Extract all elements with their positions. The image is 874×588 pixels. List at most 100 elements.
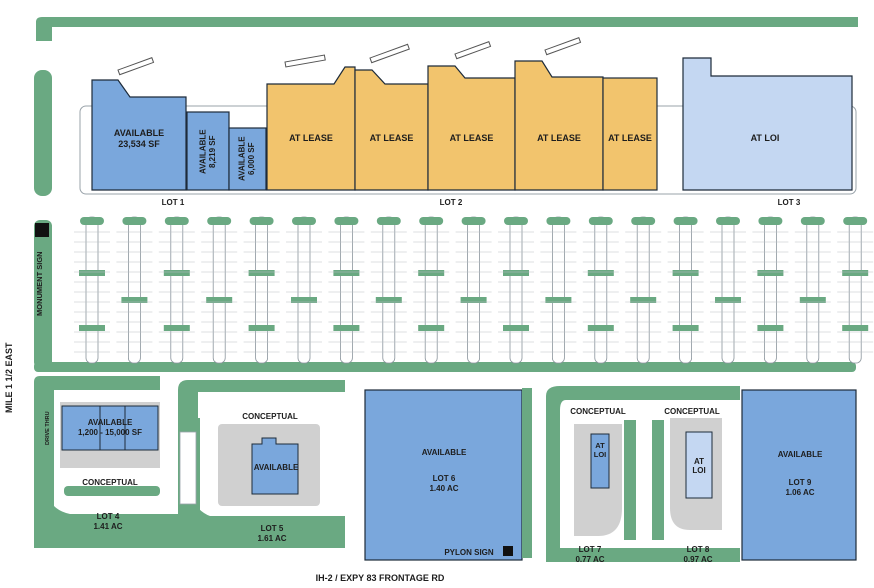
- lot-4-pad-label: AVAILABLE 1,200 - 15,000 SF: [62, 418, 158, 437]
- building-unit-3-label: AVAILABLE 6,000 SF: [232, 130, 262, 188]
- parking-island: [545, 297, 572, 303]
- lot4-name: LOT 4: [96, 512, 120, 521]
- lot-6-landscape: [522, 388, 532, 558]
- parking-island: [334, 217, 359, 225]
- parking-island: [672, 270, 699, 276]
- pad4-size: 1,200 - 15,000 SF: [77, 427, 143, 437]
- lease-4-label: AT LEASE: [537, 133, 581, 143]
- anchor-size: 23,534 SF: [118, 138, 160, 149]
- unit2-status: AVAILABLE: [198, 129, 208, 175]
- parking-row: [679, 216, 692, 364]
- parking-row: [509, 216, 523, 364]
- parking-island: [248, 270, 275, 276]
- building-unit-2: [186, 111, 230, 191]
- parking-island: [291, 297, 317, 303]
- lot9-name: LOT 9: [788, 478, 812, 487]
- building-lease-2: [354, 69, 429, 191]
- parking-island: [842, 325, 869, 331]
- lot-5-pad: [251, 437, 299, 495]
- south-road-label: IH-2 / EXPY 83 FRONTAGE RD: [315, 573, 445, 583]
- lot6-acres: 1.40 AC: [429, 483, 459, 493]
- lot-4-drive-median-2: [60, 514, 170, 520]
- unit3-size: 6,000 SF: [247, 142, 256, 176]
- parking-island: [716, 217, 740, 225]
- lot-7-pad-label: AT LOI: [593, 441, 607, 459]
- top-landscape-strip: [36, 17, 858, 41]
- parking-row: [297, 216, 311, 364]
- parking-row: [212, 216, 226, 364]
- parking-island: [419, 217, 444, 225]
- parking-island: [842, 270, 869, 276]
- lease-2-label: AT LEASE: [369, 133, 414, 143]
- lot-5-label: LOT 5 1.61 AC: [244, 524, 300, 543]
- parking-island: [630, 297, 657, 303]
- lot7-name: LOT 7: [578, 545, 602, 554]
- parking-row: [127, 216, 141, 364]
- building-anchor-label: AVAILABLE 23,534 SF: [92, 128, 186, 150]
- building-anchor: [91, 79, 187, 191]
- lot-row-bottom-strip: [34, 362, 856, 372]
- monument-sign: [35, 223, 49, 237]
- lot-8-median: [652, 420, 664, 540]
- building-lease-4: [514, 60, 604, 191]
- parking-row: [85, 216, 99, 364]
- parking-row: [764, 216, 777, 364]
- loading-docks: [117, 37, 582, 76]
- parking-row: [636, 216, 650, 364]
- parking-island: [375, 297, 402, 303]
- lot-1-label: LOT 1: [161, 198, 185, 207]
- lot-7-label: LOT 7 0.77 AC: [562, 545, 618, 564]
- lot8-acres: 0.97 AC: [683, 554, 713, 564]
- parking-island: [418, 325, 445, 331]
- lot-4-drive-median: [64, 486, 160, 496]
- lot-2-label: LOT 2: [439, 198, 463, 207]
- parking-island: [800, 217, 825, 225]
- parking-row: [255, 216, 269, 364]
- unit2-size: 8,219 SF: [208, 135, 217, 169]
- parking-island: [504, 217, 528, 225]
- lot8-name: LOT 8: [686, 545, 710, 554]
- unit3-status: AVAILABLE: [237, 136, 247, 182]
- pad4-status: AVAILABLE: [87, 418, 133, 427]
- parking-island: [163, 270, 190, 276]
- parking-island: [292, 217, 316, 225]
- parking-island: [80, 217, 104, 225]
- loi-building-label: AT LOI: [750, 133, 780, 143]
- parking-island: [376, 217, 401, 225]
- lot-4-conceptual: CONCEPTUAL: [82, 478, 138, 487]
- lot5-name: LOT 5: [260, 524, 284, 533]
- lot-5-pad-label: AVAILABLE: [253, 463, 299, 472]
- pylon-sign-label: PYLON SIGN: [444, 548, 494, 557]
- parking-row: [552, 216, 565, 364]
- parking-island: [673, 217, 698, 225]
- lot-9-pad: [741, 389, 857, 561]
- monument-sign-label: MONUMENT SIGN: [35, 251, 44, 317]
- parking-island: [672, 325, 699, 331]
- lot-5-parking-island: [179, 431, 197, 505]
- parking-island: [207, 217, 232, 225]
- anchor-status: AVAILABLE: [113, 128, 165, 138]
- lot-9-pad-label: AVAILABLE: [777, 450, 823, 459]
- parking-row: [594, 216, 608, 364]
- parking-island: [249, 217, 274, 225]
- parking-row: [339, 216, 353, 364]
- lot-9-label: LOT 9 1.06 AC: [770, 478, 830, 497]
- parking-island: [333, 325, 360, 331]
- parking-island: [248, 325, 275, 331]
- lot4-acres: 1.41 AC: [93, 521, 123, 531]
- lot-3-label: LOT 3: [777, 198, 801, 207]
- lot7-acres: 0.77 AC: [575, 554, 605, 564]
- west-road-label: MILE 1 1/2 EAST: [4, 342, 14, 414]
- parking-island: [503, 270, 529, 276]
- pylon-sign: [503, 546, 513, 556]
- lot-6-label: LOT 6 1.40 AC: [414, 474, 474, 493]
- building-lease-5: [602, 77, 658, 191]
- parking-row: [848, 216, 862, 364]
- lot9-acres: 1.06 AC: [785, 487, 815, 497]
- lot-6-pad-label: AVAILABLE: [421, 448, 467, 457]
- lot-4-landscape: [34, 376, 178, 548]
- parking-row: [806, 216, 820, 364]
- parking-island: [503, 325, 529, 331]
- parking-island: [588, 217, 613, 225]
- parking-island: [799, 297, 826, 303]
